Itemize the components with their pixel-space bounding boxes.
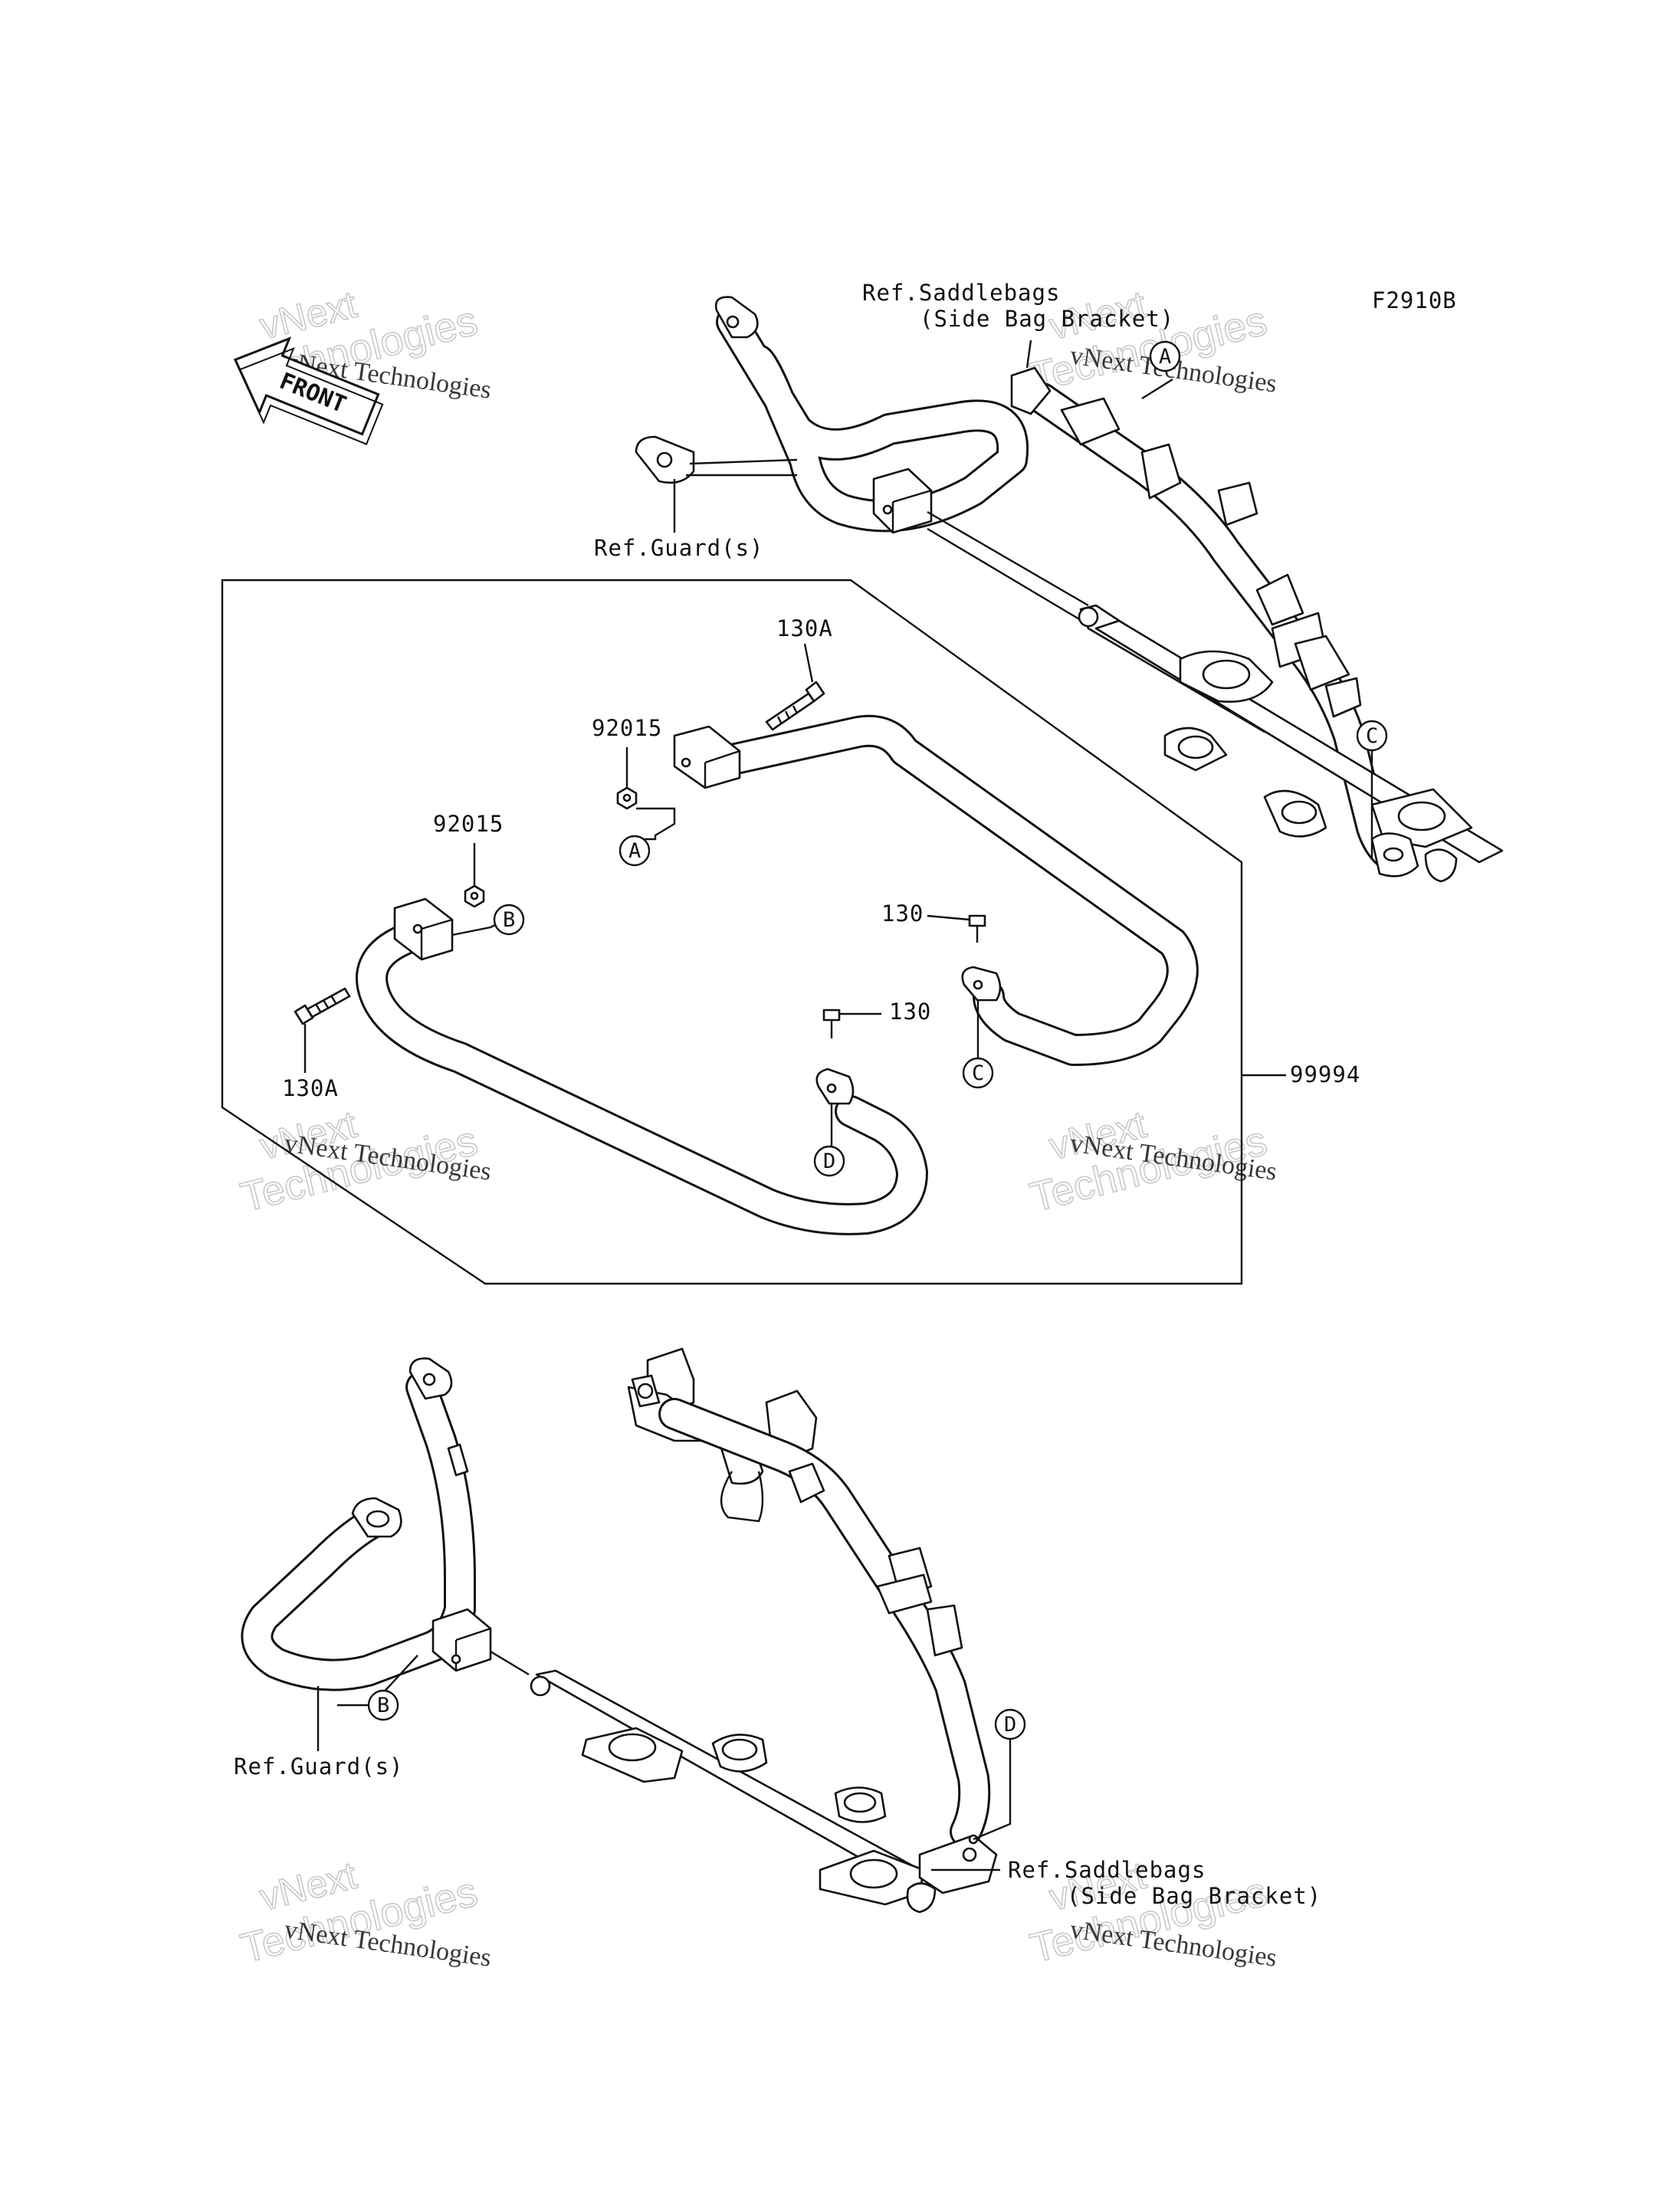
ref-saddlebags-bottom-line1: Ref.Saddlebags — [1008, 1857, 1206, 1883]
top-reference-assembly — [635, 296, 1504, 883]
leader-line — [1025, 339, 1032, 369]
leader-line — [803, 643, 814, 683]
callout-a-top: A — [1149, 340, 1181, 372]
part-130a-left: 130A — [282, 1075, 339, 1101]
part-130-mid: 130 — [889, 999, 931, 1025]
ref-guard-top: Ref.Guard(s) — [594, 535, 764, 561]
ref-saddlebags-top-line2: (Side Bag Bracket) — [920, 306, 1174, 332]
leader-line — [636, 807, 676, 841]
callout-c-inner: C — [962, 1057, 994, 1089]
part-92015-top: 92015 — [592, 715, 662, 741]
part-130-right: 130 — [881, 900, 924, 927]
svg-text:A: A — [628, 839, 641, 863]
callout-b-bottom: B — [367, 1689, 399, 1721]
svg-text:A: A — [1159, 345, 1171, 369]
callout-a-inner: A — [619, 835, 651, 867]
leader-line — [451, 922, 499, 936]
ref-guard-bottom: Ref.Guard(s) — [234, 1753, 404, 1779]
svg-text:B: B — [503, 908, 515, 932]
bottom-reference-assembly — [241, 1347, 998, 1914]
callout-d-bottom: D — [994, 1708, 1026, 1740]
svg-text:D: D — [823, 1150, 835, 1173]
ref-saddlebags-top-line1: Ref.Saddlebags — [862, 280, 1060, 306]
leader-line — [1141, 378, 1173, 400]
part-130a-top: 130A — [776, 615, 833, 641]
callout-d-inner: D — [813, 1145, 845, 1177]
kit-outline — [221, 579, 1243, 1285]
part-92015-left: 92015 — [433, 811, 504, 837]
callout-c-top: C — [1356, 720, 1388, 752]
part-assembly-99994: 99994 — [1290, 1061, 1360, 1087]
ref-saddlebags-bottom-line2: (Side Bag Bracket) — [1067, 1883, 1321, 1909]
callout-b-inner: B — [493, 904, 525, 936]
svg-text:D: D — [1004, 1713, 1016, 1737]
svg-text:B: B — [377, 1694, 389, 1717]
kit-parts — [294, 681, 1199, 1235]
leader-line — [973, 1740, 1012, 1841]
diagram-code: F2910B — [1372, 287, 1457, 313]
leader-line — [927, 914, 970, 921]
svg-text:C: C — [1366, 724, 1378, 748]
svg-text:C: C — [972, 1061, 984, 1085]
